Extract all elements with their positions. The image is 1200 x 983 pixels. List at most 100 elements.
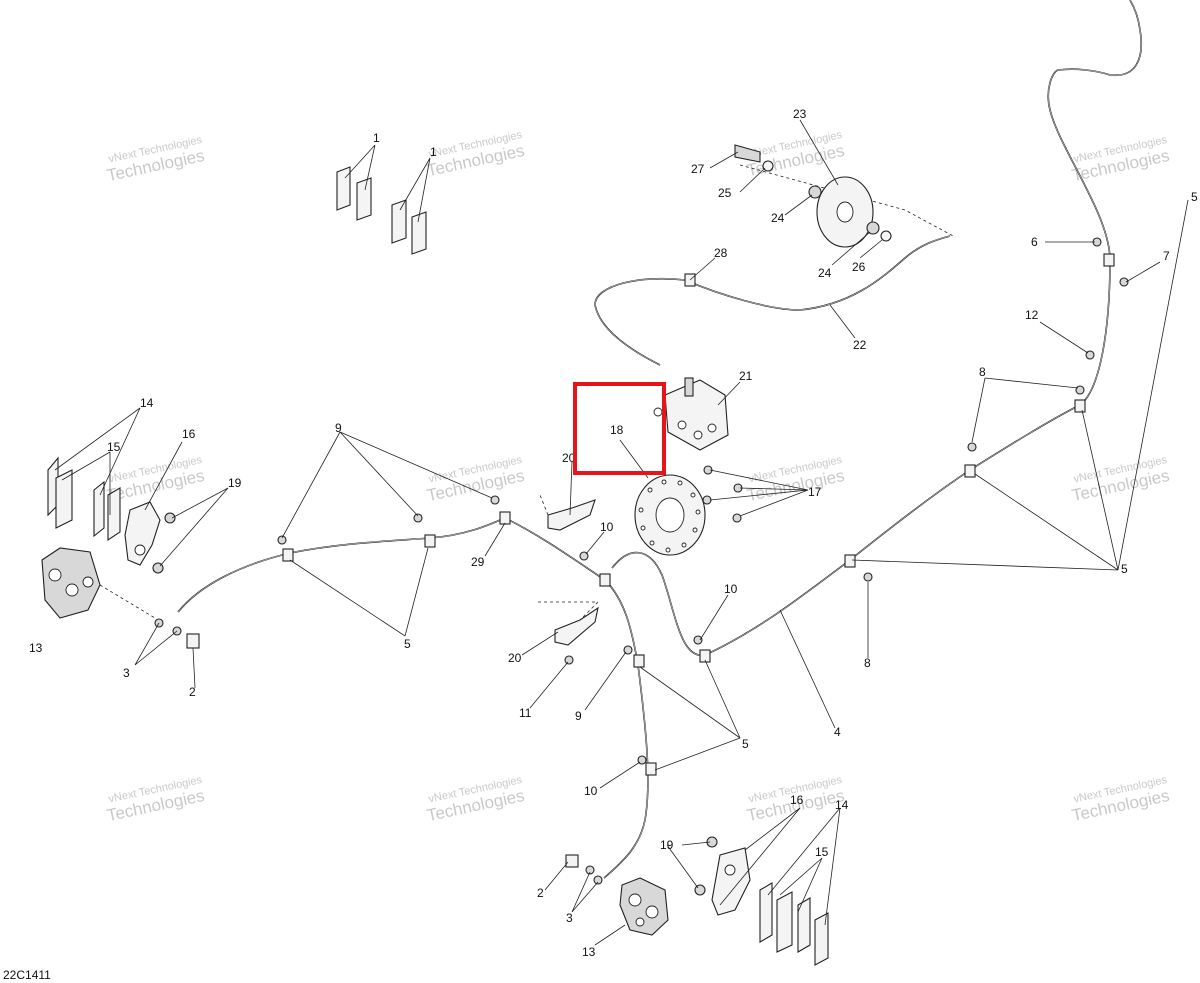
callout-3: 3 (123, 666, 130, 680)
callout-28: 28 (714, 246, 728, 260)
callout-23: 23 (793, 107, 807, 121)
nut (880, 230, 892, 242)
hose-clamp (633, 654, 645, 668)
callout-4: 4 (834, 725, 841, 739)
callout-29: 29 (471, 555, 485, 569)
brake-lines (177, 0, 1142, 879)
leader-lines (54, 119, 1189, 946)
callout-20: 20 (562, 451, 576, 465)
parking-caliper-body (664, 379, 729, 451)
callout-1: 1 (430, 145, 437, 159)
callout-24: 24 (818, 266, 832, 280)
watermark: vNext Technologies Technologies (1070, 454, 1171, 505)
callout-18: 18 (610, 423, 624, 437)
hose-clamp (1074, 399, 1086, 413)
callout-27: 27 (691, 162, 705, 176)
callout-22: 22 (853, 338, 867, 352)
callout-16: 16 (182, 427, 196, 441)
brake-disc (634, 474, 706, 556)
callout-25: 25 (718, 186, 732, 200)
screw (1119, 277, 1129, 287)
watermarks: vNext Technologies Technologies vNext Te… (105, 129, 1171, 825)
brake-pads-top (336, 166, 427, 255)
screw (967, 442, 977, 452)
callout-21: 21 (739, 369, 753, 383)
callout-2: 2 (189, 685, 196, 699)
watermark: vNext Technologies Technologies (1070, 134, 1171, 185)
callout-10: 10 (600, 520, 614, 534)
brake-pad-spring (776, 891, 793, 953)
callout-14: 14 (835, 798, 849, 812)
callout-8: 8 (864, 656, 871, 670)
brake-line-front-left (177, 517, 606, 613)
hose-clamp (282, 548, 294, 562)
watermark: vNext Technologies Technologies (1070, 774, 1171, 825)
watermark: vNext Technologies Technologies (105, 774, 206, 825)
callout-1: 1 (373, 131, 380, 145)
screw (1075, 385, 1085, 395)
brake-pad (797, 897, 811, 953)
hose-clamp (1103, 253, 1115, 267)
callout-16: 16 (790, 793, 804, 807)
brake-pad (336, 166, 351, 211)
brake-pad (411, 211, 427, 255)
watermark: vNext Technologies Technologies (425, 774, 526, 825)
callout-17: 17 (808, 485, 822, 499)
hose-clamp (699, 649, 711, 663)
callout-9: 9 (575, 709, 582, 723)
hose-clamps (282, 253, 1115, 776)
parking-brake-cable (594, 235, 951, 366)
bracket-bolt (164, 512, 176, 524)
banjo-bolt (186, 633, 200, 649)
callout-3: 3 (566, 911, 573, 925)
callout-13: 13 (582, 945, 596, 959)
brake-pad-spring (55, 469, 73, 529)
caliper-bracket (711, 847, 751, 916)
callout-20: 20 (508, 651, 522, 665)
hose-clamp (645, 762, 657, 776)
line-bracket (547, 499, 596, 531)
front-left-caliper-assembly (41, 456, 161, 619)
callout-10: 10 (724, 582, 738, 596)
brake-pad (93, 480, 105, 538)
screw (413, 513, 423, 523)
rear-caliper-assembly (619, 847, 829, 966)
callout-11: 11 (519, 706, 532, 720)
caliper-bracket (124, 501, 161, 566)
callout-26: 26 (852, 260, 866, 274)
line-brackets (538, 494, 599, 646)
brake-caliper (41, 547, 101, 619)
callout-12: 12 (1025, 308, 1039, 322)
banjo-bolt (565, 854, 579, 868)
parking-brake-caliper (653, 377, 729, 451)
callout-6: 6 (1031, 235, 1038, 249)
line-bracket (554, 606, 599, 646)
small-fasteners (152, 237, 1129, 896)
brake-caliper (619, 877, 669, 936)
bushing (866, 221, 880, 235)
brake-pad (356, 177, 372, 221)
brake-pad (759, 882, 773, 943)
callout-5: 5 (404, 637, 411, 651)
disc-screw (732, 513, 742, 523)
callout-2: 2 (537, 886, 544, 900)
screw (490, 495, 500, 505)
washer (762, 160, 774, 172)
callout-5: 5 (1121, 562, 1128, 576)
drawing-code: 22C1411 (3, 968, 51, 982)
callout-19: 19 (660, 838, 674, 852)
screw (863, 572, 873, 582)
screw (693, 635, 703, 645)
screw (277, 535, 287, 545)
brake-line-rear (603, 579, 649, 879)
callout-7: 7 (1163, 249, 1170, 263)
brake-pad (814, 912, 829, 966)
callout-24: 24 (771, 211, 785, 225)
pivot-bolt (734, 144, 761, 163)
watermark: vNext Technologies Technologies (425, 454, 526, 505)
highlight-box (573, 382, 666, 475)
brake-line-to-master (1047, 0, 1142, 406)
callout-8: 8 (979, 365, 986, 379)
callout-9: 9 (335, 421, 342, 435)
